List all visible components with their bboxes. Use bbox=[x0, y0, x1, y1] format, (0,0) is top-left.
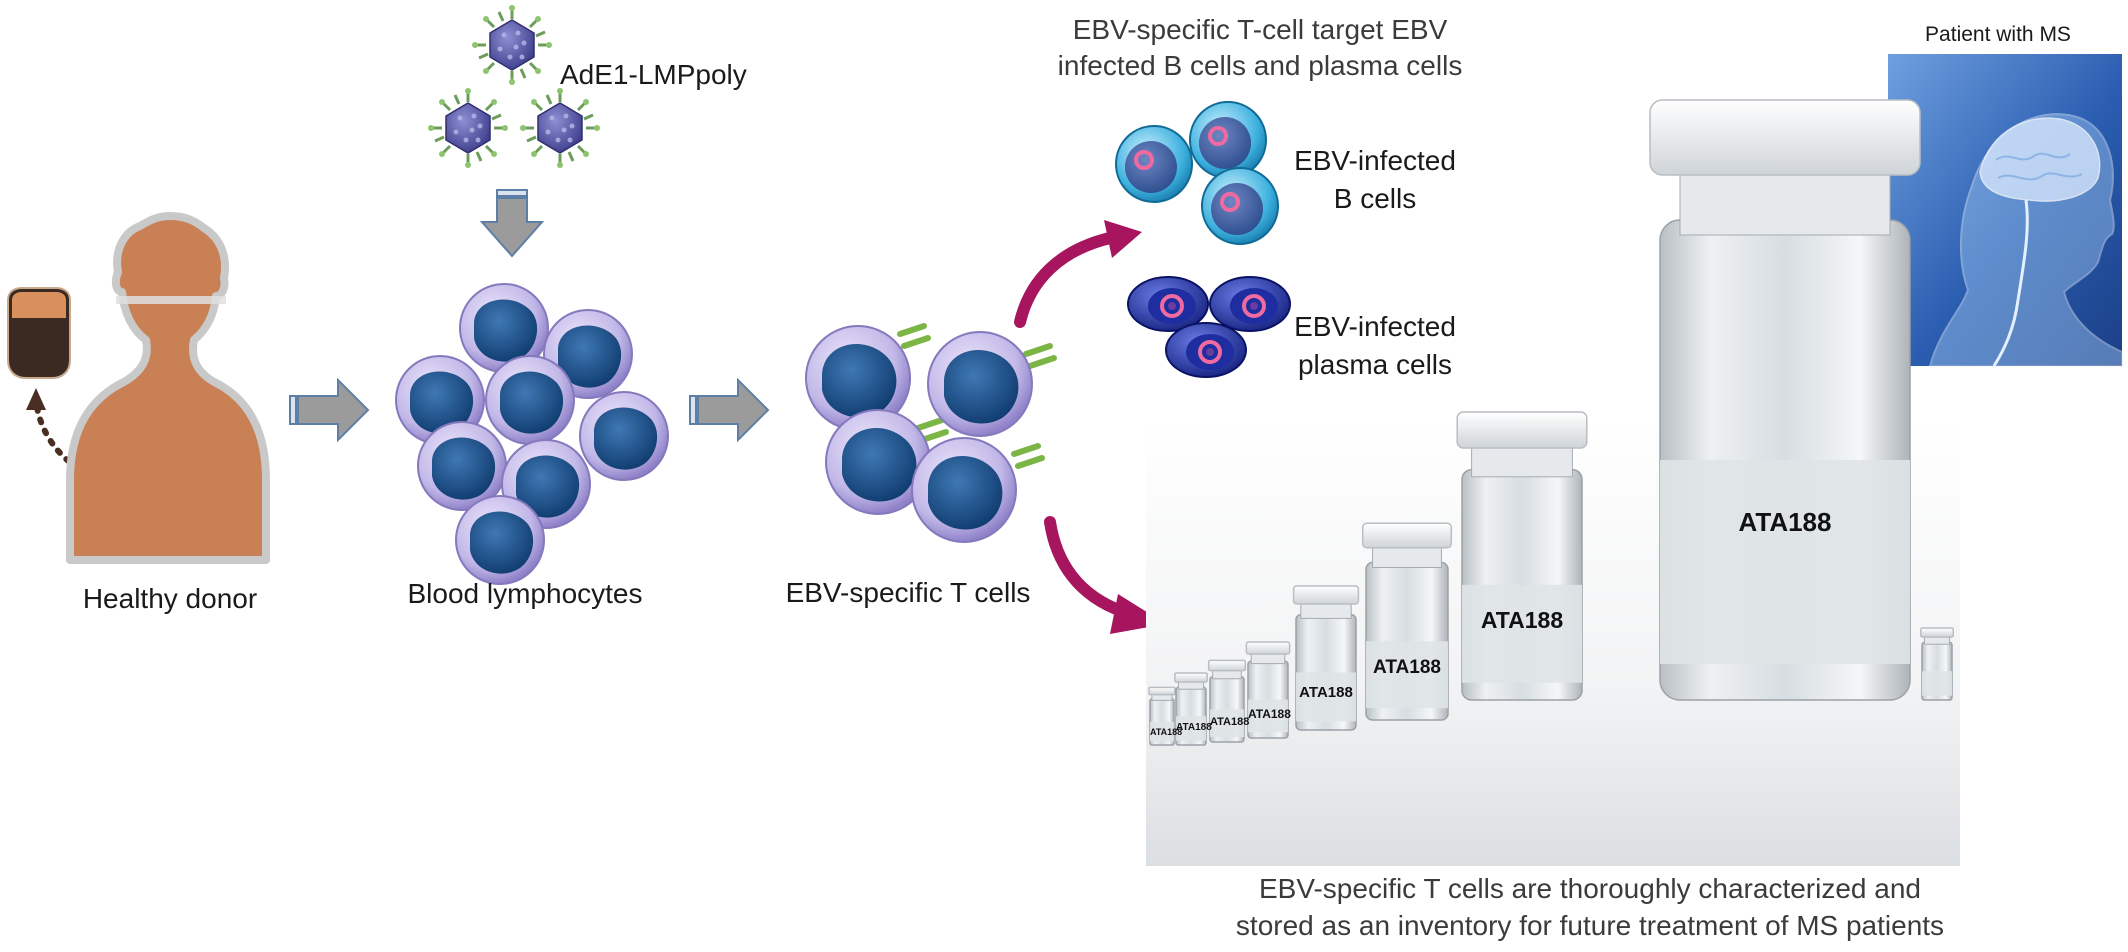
vial-label: ATA188 bbox=[1738, 507, 1832, 537]
vial-label: ATA188 bbox=[1299, 683, 1353, 701]
b-cell-icon bbox=[1114, 100, 1280, 246]
label-healthy-donor: Healthy donor bbox=[82, 583, 258, 614]
label-ebv-infected-plasma-cells: EBV-infected plasma cells bbox=[1285, 308, 1465, 384]
label-patient-with-ms: Patient with MS bbox=[1925, 23, 2071, 46]
label-ebv-specific-t-cells: EBV-specific T cells bbox=[785, 577, 1031, 608]
label-plasma-line1: EBV-infected bbox=[1294, 311, 1456, 342]
arrow-donor-to-lymphocytes bbox=[289, 379, 369, 441]
label-ebv-infected-b-cells: EBV-infected B cells bbox=[1285, 142, 1465, 218]
vial-label: ATA188 bbox=[1480, 606, 1564, 633]
vial-label: ATA188 bbox=[1210, 715, 1250, 728]
label-inventory-caption: EBV-specific T cells are thoroughly char… bbox=[1130, 870, 2050, 944]
label-vector: AdE1-LMPpoly bbox=[560, 59, 747, 90]
label-inventory-line2: stored as an inventory for future treatm… bbox=[1235, 910, 1945, 941]
label-blood-lymphocytes: Blood lymphocytes bbox=[407, 578, 643, 609]
vial-label: ATA188 bbox=[1373, 657, 1441, 679]
vial-inventory-photo bbox=[1146, 99, 1960, 866]
vial-label: ATA188 bbox=[1150, 726, 1183, 737]
arrow-lymphocytes-to-t-cells bbox=[689, 379, 769, 441]
arrow-t-cells-to-targets bbox=[1014, 220, 1142, 328]
lymphocyte-icon bbox=[395, 283, 669, 585]
label-target-line2: infected B cells and plasma cells bbox=[1057, 50, 1463, 81]
person-silhouette-icon bbox=[66, 212, 270, 564]
label-b-cells-line1: EBV-infected bbox=[1294, 145, 1456, 176]
label-inventory-line1: EBV-specific T cells are thoroughly char… bbox=[1259, 873, 1921, 904]
brain-head-icon bbox=[1888, 54, 2123, 367]
label-t-cell-target: EBV-specific T-cell target EBV infected … bbox=[1000, 12, 1520, 84]
label-b-cells-line2: B cells bbox=[1333, 183, 1417, 214]
vial-label: ATA188 bbox=[1176, 721, 1212, 733]
vial-icon bbox=[1148, 99, 1954, 746]
label-plasma-line2: plasma cells bbox=[1297, 349, 1453, 380]
label-target-line1: EBV-specific T-cell target EBV bbox=[1072, 14, 1448, 45]
plasma-cell-icon bbox=[1126, 275, 1292, 379]
t-cell-icon bbox=[805, 323, 1057, 543]
arrow-vector-to-lymphocytes bbox=[479, 189, 545, 258]
vial-label: ATA188 bbox=[1248, 707, 1291, 722]
blood-bag-icon bbox=[7, 287, 71, 379]
